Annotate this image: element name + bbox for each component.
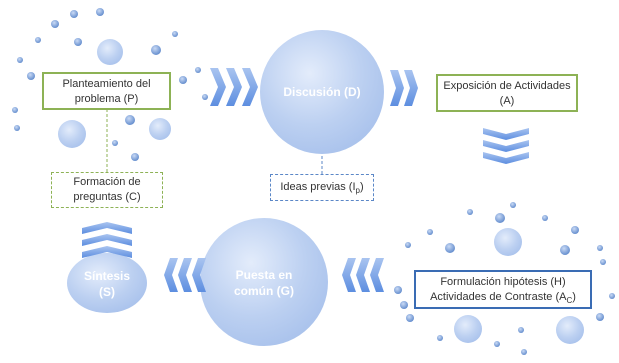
sintesis-label: Síntesis (S) — [72, 268, 142, 300]
decorative-dot — [12, 107, 18, 113]
decorative-dot — [510, 202, 516, 208]
exposicion-box: Exposición de Actividades (A) — [436, 74, 578, 112]
sintesis-line2: (S) — [99, 285, 115, 299]
chevron-arrow-icon — [178, 258, 192, 292]
decorative-dot — [27, 72, 35, 80]
decorative-dot — [521, 349, 527, 355]
decorative-dot — [427, 229, 433, 235]
formacion-box: Formación de preguntas (C) — [51, 172, 163, 208]
decorative-dot — [400, 301, 408, 309]
ideas-sub: p — [355, 186, 360, 196]
decorative-dot — [406, 314, 414, 322]
chevron-arrow-icon — [342, 258, 356, 292]
formacion-line2: preguntas (C) — [73, 191, 141, 203]
planteamiento-box: Planteamiento del problema (P) — [42, 72, 171, 110]
formulacion-line2-sub: C — [566, 296, 573, 306]
decorative-dot — [600, 259, 606, 265]
decorative-dot — [125, 115, 135, 125]
chevron-arrow-icon — [192, 258, 206, 292]
puesta-line2: común (G) — [234, 284, 294, 298]
chevron-arrow-icon — [483, 128, 529, 140]
ideas-text: Ideas previas (I — [280, 181, 356, 193]
formulacion-line2-text: Actividades de Contraste (A — [430, 291, 567, 303]
sintesis-line1: Síntesis — [83, 269, 131, 283]
formacion-line1: Formación de — [73, 176, 141, 188]
decorative-dot — [172, 31, 178, 37]
chevron-arrow-icon — [483, 152, 529, 164]
decorative-dot — [179, 76, 187, 84]
decorative-dot — [35, 37, 41, 43]
formulacion-line2: Actividades de Contraste (AC) — [416, 290, 590, 305]
decorative-dot — [151, 45, 161, 55]
chevron-arrow-icon — [210, 68, 226, 106]
chevron-arrow-icon — [404, 70, 418, 106]
exposicion-line1: Exposición de Actividades — [443, 80, 571, 92]
formulacion-line1: Formulación hipótesis (H) — [440, 276, 566, 288]
puesta-label: Puesta en común (G) — [214, 267, 314, 299]
discusion-circle — [260, 30, 384, 154]
decorative-dot — [131, 153, 139, 161]
decorative-dot — [437, 335, 443, 341]
decorative-dot — [556, 316, 584, 344]
chevron-arrow-icon — [82, 222, 132, 234]
decorative-dot — [112, 140, 118, 146]
chevron-arrow-icon — [82, 246, 132, 258]
exposicion-line2: (A) — [499, 95, 515, 107]
puesta-circle — [200, 218, 328, 346]
decorative-dot — [58, 120, 86, 148]
planteamiento-line1: Planteamiento del — [62, 78, 151, 90]
decorative-dot — [445, 243, 455, 253]
decorative-dot — [560, 245, 570, 255]
chevron-arrow-icon — [483, 140, 529, 152]
decorative-dot — [596, 313, 604, 321]
decorative-dot — [494, 228, 522, 256]
chevron-arrow-icon — [390, 70, 404, 106]
decorative-dot — [195, 67, 201, 73]
chevron-arrow-icon — [242, 68, 258, 106]
chevron-arrow-icon — [370, 258, 384, 292]
chevron-arrow-icon — [82, 234, 132, 246]
decorative-dot — [494, 341, 500, 347]
decorative-dot — [74, 38, 82, 46]
chevron-arrow-icon — [164, 258, 178, 292]
planteamiento-line2: problema (P) — [74, 93, 139, 105]
decorative-dot — [394, 286, 402, 294]
decorative-dot — [467, 209, 473, 215]
decorative-dot — [495, 213, 505, 223]
decorative-dot — [571, 226, 579, 234]
decorative-dot — [70, 10, 78, 18]
ideas-box: Ideas previas (Ip) — [270, 174, 374, 201]
decorative-dot — [597, 245, 603, 251]
chevron-arrow-icon — [226, 68, 242, 106]
puesta-line1: Puesta en — [235, 268, 293, 282]
decorative-dot — [609, 293, 615, 299]
decorative-dots — [12, 8, 615, 355]
decorative-dot — [518, 327, 524, 333]
decorative-dot — [14, 125, 20, 131]
formulacion-box: Formulación hipótesis (H) Actividades de… — [414, 270, 592, 309]
decorative-dot — [454, 315, 482, 343]
decorative-dot — [202, 94, 208, 100]
decorative-dot — [405, 242, 411, 248]
decorative-dot — [96, 8, 104, 16]
ideas-close: ) — [359, 181, 364, 193]
decorative-dot — [17, 57, 23, 63]
sintesis-circle — [67, 253, 147, 313]
chevron-arrows — [82, 68, 529, 292]
chevron-arrow-icon — [356, 258, 370, 292]
discusion-label: Discusión (D) — [283, 85, 361, 99]
decorative-dot — [51, 20, 59, 28]
decorative-dot — [149, 118, 171, 140]
decorative-dot — [542, 215, 548, 221]
formulacion-line2-close: ) — [572, 291, 576, 303]
decorative-dot — [97, 39, 123, 65]
